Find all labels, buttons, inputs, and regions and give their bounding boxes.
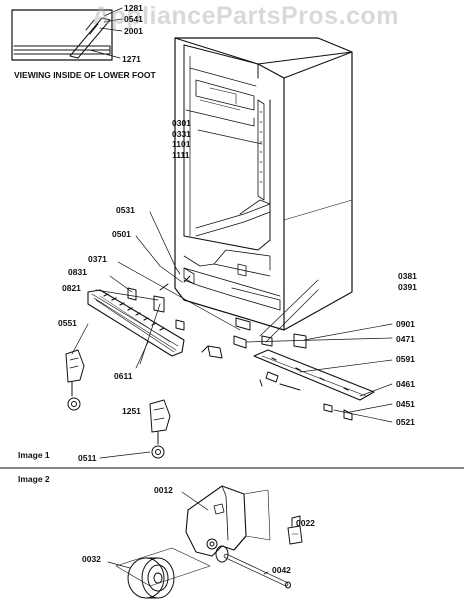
- inset-caption: VIEWING INSIDE OF LOWER FOOT: [14, 70, 156, 80]
- watermark: AppliancePartsPros.com: [92, 2, 399, 30]
- part-label-0541: 0541: [124, 14, 143, 24]
- left-leveling-foot: [65, 349, 85, 411]
- part-label-0471: 0471: [396, 334, 415, 344]
- part-label-2001: 2001: [124, 26, 143, 36]
- bottom-rail: [253, 349, 375, 421]
- wheel-assembly: [115, 547, 211, 599]
- refrigerator-cabinet: [174, 37, 353, 331]
- part-label-0831: 0831: [68, 267, 87, 277]
- image2-bracket-clip: [287, 515, 303, 545]
- part-label-0371: 0371: [88, 254, 107, 264]
- image1-caption: Image 1: [18, 450, 50, 460]
- part-label-0461: 0461: [396, 379, 415, 389]
- part-label-0511: 0511: [78, 453, 97, 463]
- part-label-0591: 0591: [396, 354, 415, 364]
- part-label-0551: 0551: [58, 318, 77, 328]
- part-label-1271: 1271: [122, 54, 141, 64]
- foot-bracket: [185, 485, 271, 557]
- part-label-0901: 0901: [396, 319, 415, 329]
- part-label-0521: 0521: [396, 417, 415, 427]
- image2-caption: Image 2: [18, 474, 50, 484]
- right-leveling-foot: [149, 399, 171, 459]
- part-label-0012: 0012: [154, 485, 173, 495]
- part-label-right-group: 0381 0391: [398, 271, 417, 292]
- part-label-cabinet-group: 0301 0331 1101 1111: [172, 118, 191, 160]
- brackets-and-clips: [127, 267, 307, 359]
- part-label-0611: 0611: [114, 371, 133, 381]
- axle-pin: [215, 545, 291, 589]
- part-label-0531: 0531: [116, 205, 135, 215]
- part-label-0032: 0032: [82, 554, 101, 564]
- lower-foot-inset: [11, 7, 123, 61]
- part-label-1251: 1251: [122, 406, 141, 416]
- part-label-1281: 1281: [124, 3, 143, 13]
- part-label-0042: 0042: [272, 565, 291, 575]
- part-label-0501: 0501: [112, 229, 131, 239]
- part-label-0451: 0451: [396, 399, 415, 409]
- part-label-0821: 0821: [62, 283, 81, 293]
- image1-leader-lines: [71, 129, 393, 459]
- image2-leader-lines: [107, 491, 269, 575]
- part-label-0022: 0022: [296, 518, 315, 528]
- front-grille: [87, 289, 185, 357]
